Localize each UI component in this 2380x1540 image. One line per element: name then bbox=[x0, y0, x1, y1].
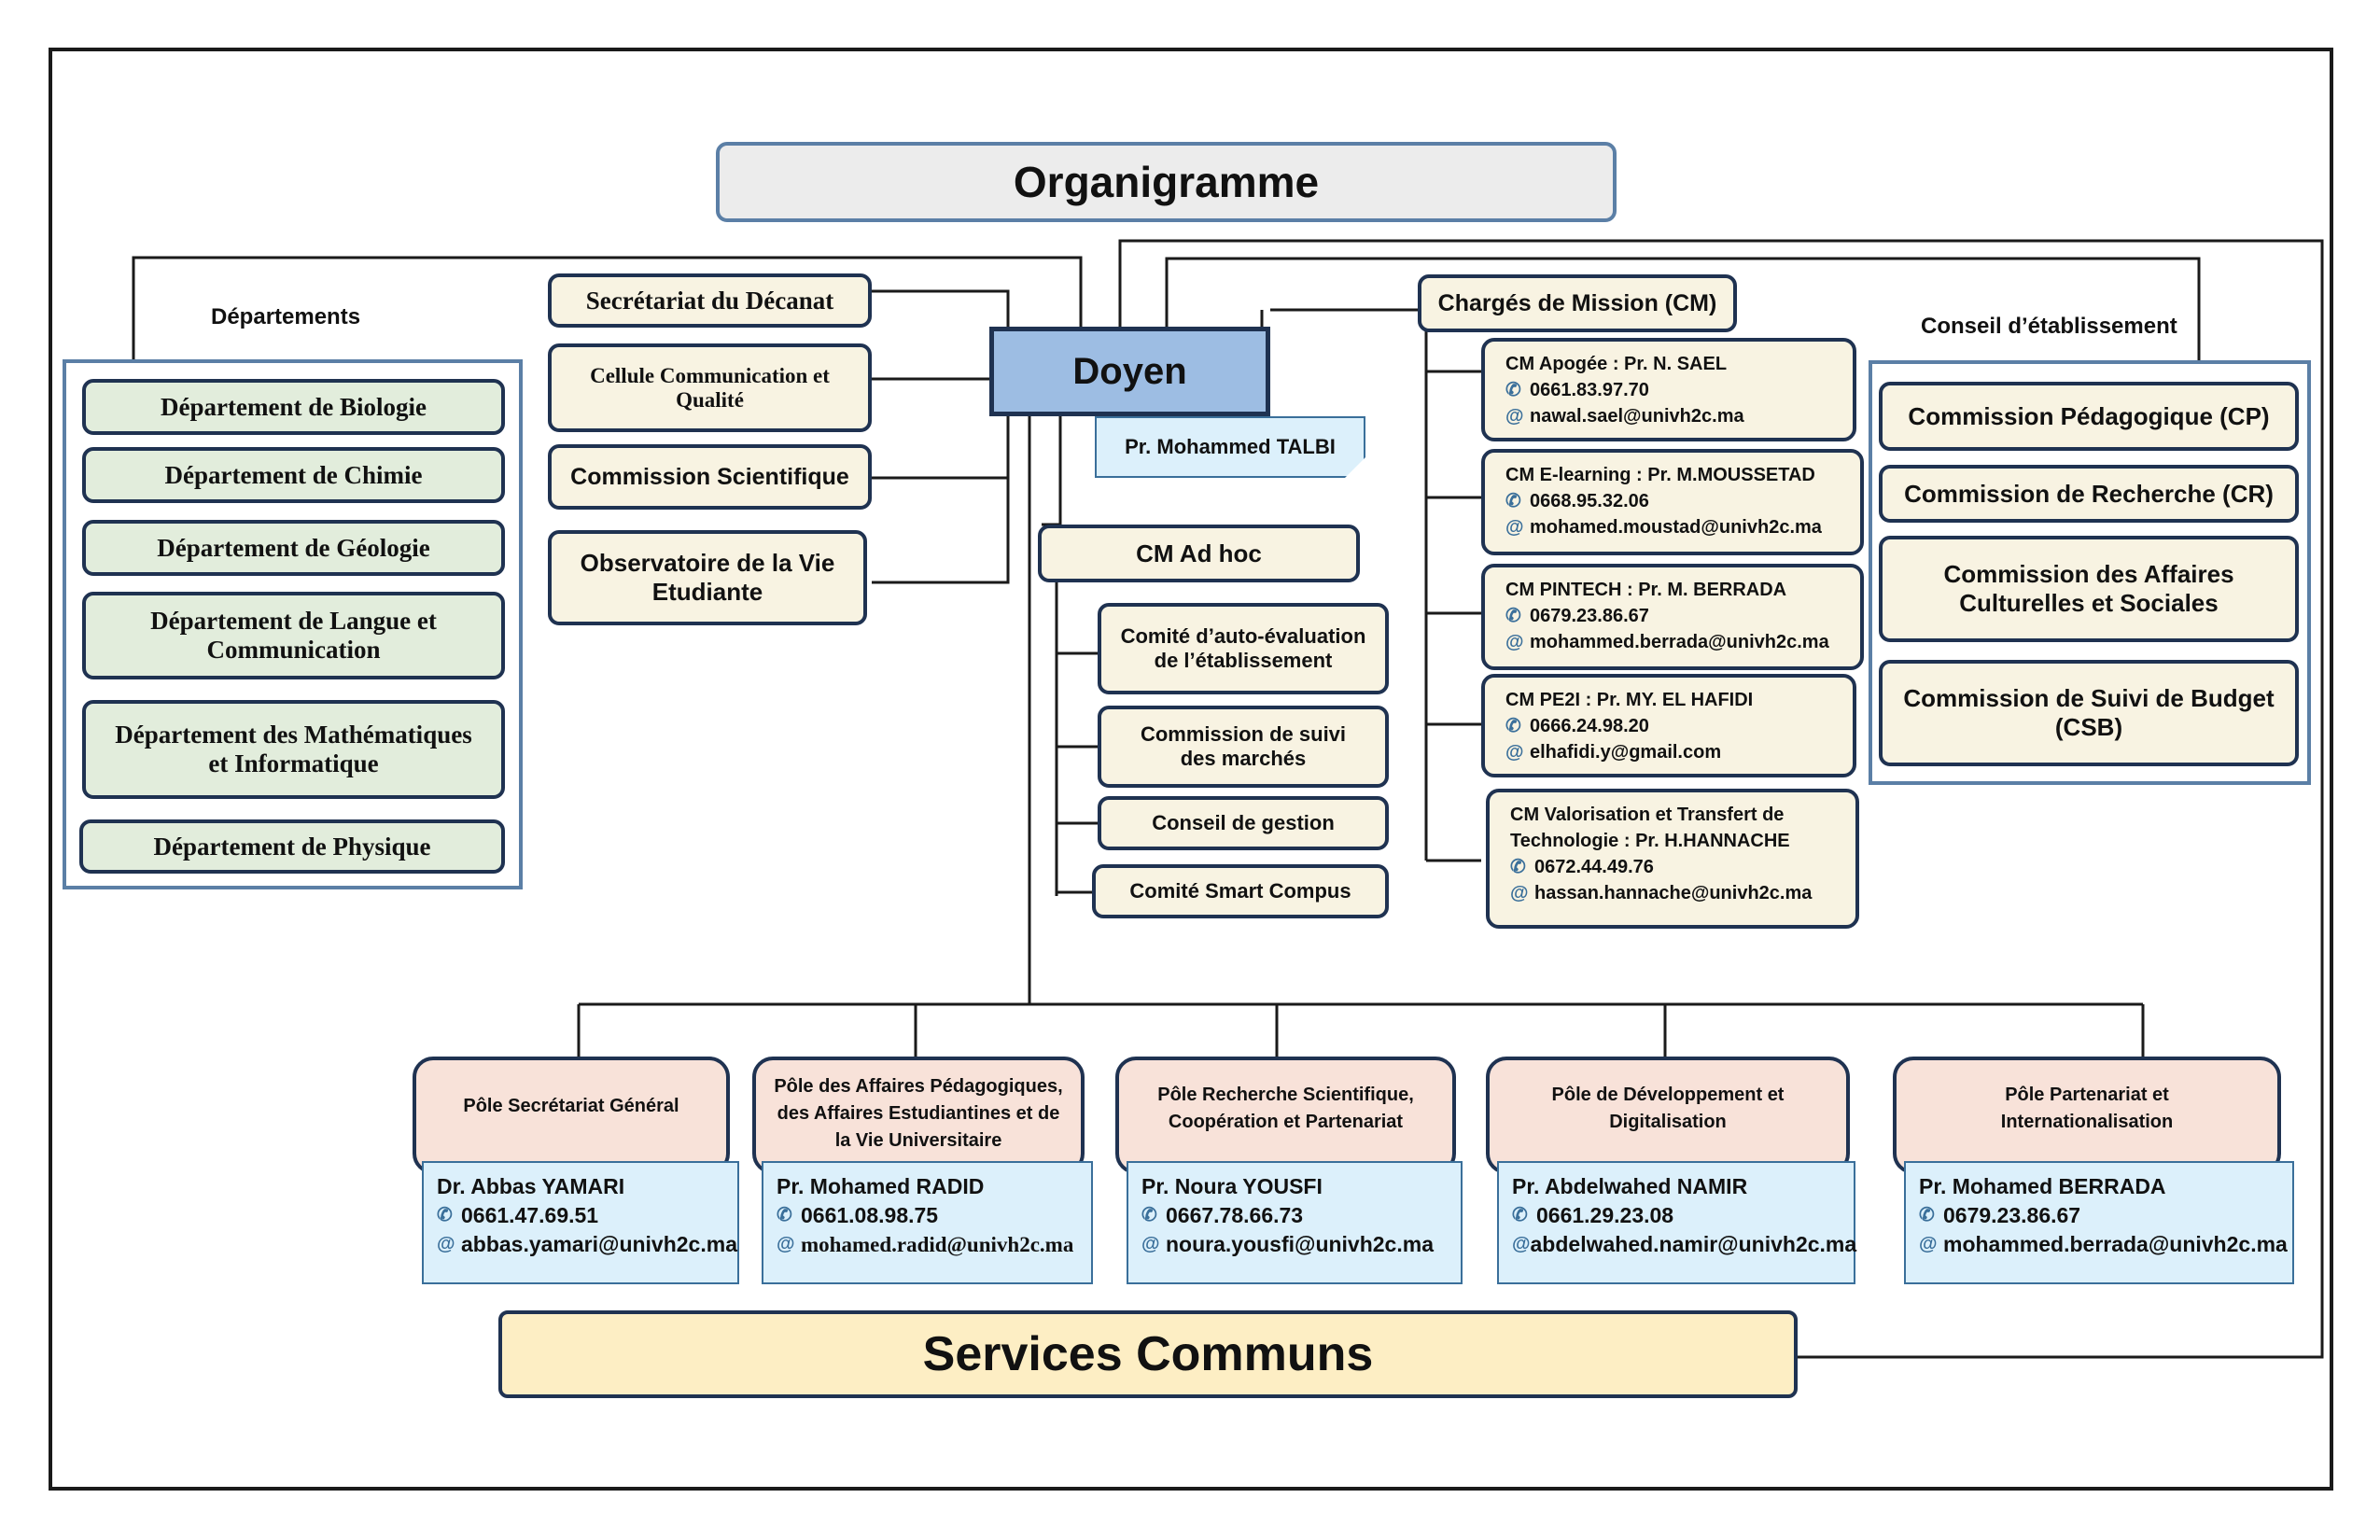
cm-email[interactable]: elhafidi.y@gmail.com bbox=[1530, 742, 1722, 763]
cm-email[interactable]: mohamed.moustad@univh2c.ma bbox=[1530, 517, 1822, 538]
commission-suivi-budget[interactable]: Commission de Suivi de Budget (CSB) bbox=[1879, 660, 2299, 766]
phone-icon: ✆ bbox=[1510, 857, 1526, 877]
dept-chimie[interactable]: Département de Chimie bbox=[82, 447, 505, 503]
at-icon: @ bbox=[777, 1234, 795, 1254]
secretariat-decanat[interactable]: Secrétariat du Décanat bbox=[548, 273, 872, 328]
cm-pintech[interactable]: CM PINTECH : Pr. M. BERRADA ✆ 0679.23.86.… bbox=[1481, 564, 1864, 670]
cm-title: CM PE2I : Pr. MY. EL HAFIDI bbox=[1505, 690, 1754, 710]
adhoc-suivi-marches[interactable]: Commission de suivi des marchés bbox=[1098, 706, 1389, 788]
services-communs[interactable]: Services Communs bbox=[498, 1310, 1798, 1398]
pole-phone: 0661.08.98.75 bbox=[801, 1203, 939, 1227]
cm-email[interactable]: hassan.hannache@univh2c.ma bbox=[1534, 883, 1813, 903]
pole-recherche[interactable]: Pôle Recherche Scientifique, Coopération… bbox=[1115, 1057, 1456, 1174]
pole-email[interactable]: mohammed.berrada@univh2c.ma bbox=[1943, 1232, 2288, 1256]
pole-partenariat[interactable]: Pôle Partenariat et Internationalisation bbox=[1893, 1057, 2281, 1174]
pole-contact: Pr. Mohamed RADID ✆ 0661.08.98.75 @ mohame… bbox=[762, 1161, 1093, 1284]
pole-person-name: Pr. Mohamed RADID bbox=[777, 1174, 985, 1198]
cm-email[interactable]: mohammed.berrada@univh2c.ma bbox=[1530, 632, 1829, 652]
dept-langue[interactable]: Département de Langue et Communication bbox=[82, 592, 505, 679]
pole-contact: Pr. Abdelwahed NAMIR ✆ 0661.29.23.08 @abd… bbox=[1497, 1161, 1857, 1284]
pole-email[interactable]: abbas.yamari@univh2c.ma bbox=[460, 1232, 737, 1256]
pole-contact: Dr. Abbas YAMARI ✆ 0661.47.69.51 @abbas.y… bbox=[422, 1161, 739, 1284]
commission-scientifique[interactable]: Commission Scientifique bbox=[548, 444, 872, 510]
cm-email[interactable]: nawal.sael@univh2c.ma bbox=[1530, 406, 1744, 427]
doyen-box[interactable]: Doyen bbox=[989, 327, 1270, 416]
phone-icon: ✆ bbox=[437, 1205, 453, 1225]
cm-apogee[interactable]: CM Apogée : Pr. N. SAEL ✆ 0661.83.97.70 @… bbox=[1481, 338, 1856, 441]
phone-icon: ✆ bbox=[1512, 1205, 1528, 1225]
cm-elearning[interactable]: CM E-learning : Pr. M.MOUSSETAD ✆ 0668.95… bbox=[1481, 449, 1864, 555]
pole-developpement[interactable]: Pôle de Développement et Digitalisation bbox=[1486, 1057, 1850, 1174]
phone-icon: ✆ bbox=[1919, 1205, 1935, 1225]
pole-person-name: Dr. Abbas YAMARI bbox=[437, 1174, 625, 1198]
charges-de-mission[interactable]: Chargés de Mission (CM) bbox=[1418, 274, 1737, 332]
adhoc-autoevaluation[interactable]: Comité d’auto-évaluation de l’établissem… bbox=[1098, 603, 1389, 694]
cellule-communication[interactable]: Cellule Communication et Qualité bbox=[548, 343, 872, 432]
connector-secretariat bbox=[872, 289, 1010, 327]
cm-title: CM Valorisation et Transfert de Technolo… bbox=[1510, 805, 1790, 851]
phone-icon: ✆ bbox=[1505, 380, 1521, 400]
pole-phone: 0661.47.69.51 bbox=[461, 1203, 599, 1227]
page-frame bbox=[49, 48, 2333, 1491]
cm-title: CM PINTECH : Pr. M. BERRADA bbox=[1505, 580, 1787, 600]
at-icon: @ bbox=[1505, 632, 1524, 652]
phone-icon: ✆ bbox=[777, 1205, 792, 1225]
pole-person-name: Pr. Noura YOUSFI bbox=[1141, 1174, 1323, 1198]
cm-phone: 0661.83.97.70 bbox=[1530, 380, 1649, 400]
pole-person-name: Pr. Abdelwahed NAMIR bbox=[1512, 1174, 1748, 1198]
adhoc-smart-compus[interactable]: Comité Smart Compus bbox=[1092, 864, 1389, 918]
dept-geologie[interactable]: Département de Géologie bbox=[82, 520, 505, 576]
cm-title: CM E-learning : Pr. M.MOUSSETAD bbox=[1505, 465, 1815, 485]
commission-pedagogique[interactable]: Commission Pédagogique (CP) bbox=[1879, 382, 2299, 451]
observatoire-vie-etudiante[interactable]: Observatoire de la Vie Etudiante bbox=[548, 530, 867, 625]
pole-phone: 0667.78.66.73 bbox=[1166, 1203, 1304, 1227]
phone-icon: ✆ bbox=[1505, 491, 1521, 511]
pole-contact: Pr. Noura YOUSFI ✆ 0667.78.66.73 @ noura.y… bbox=[1127, 1161, 1463, 1284]
cm-phone: 0666.24.98.20 bbox=[1530, 716, 1649, 736]
commission-recherche[interactable]: Commission de Recherche (CR) bbox=[1879, 465, 2299, 523]
commission-affaires-culturelles[interactable]: Commission des Affaires Culturelles et S… bbox=[1879, 536, 2299, 642]
pole-contact: Pr. Mohamed BERRADA ✆ 0679.23.86.67 @moha… bbox=[1904, 1161, 2294, 1284]
cm-valorisation[interactable]: CM Valorisation et Transfert de Technolo… bbox=[1486, 789, 1859, 929]
pole-affaires-pedagogiques[interactable]: Pôle des Affaires Pédagogiques, des Affa… bbox=[752, 1057, 1085, 1174]
connector-services-loop bbox=[1118, 239, 2324, 1359]
doyen-name-note: Pr. Mohammed TALBI bbox=[1095, 416, 1365, 478]
at-icon: @ bbox=[437, 1234, 455, 1254]
cm-phone: 0679.23.86.67 bbox=[1530, 606, 1649, 626]
at-icon: @ bbox=[1510, 883, 1529, 903]
cm-title: CM Apogée : Pr. N. SAEL bbox=[1505, 354, 1728, 374]
at-icon: @ bbox=[1919, 1234, 1938, 1254]
pole-email[interactable]: mohamed.radid@univh2c.ma bbox=[801, 1233, 1074, 1256]
page-title: Organigramme bbox=[716, 142, 1617, 222]
connector-observatoire bbox=[872, 416, 1010, 584]
dept-maths-info[interactable]: Département des Mathématiques et Informa… bbox=[82, 700, 505, 799]
phone-icon: ✆ bbox=[1505, 716, 1521, 736]
at-icon: @ bbox=[1512, 1234, 1531, 1254]
at-icon: @ bbox=[1141, 1234, 1160, 1254]
dept-biologie[interactable]: Département de Biologie bbox=[82, 379, 505, 435]
phone-icon: ✆ bbox=[1505, 606, 1521, 626]
at-icon: @ bbox=[1505, 517, 1524, 538]
cm-phone: 0672.44.49.76 bbox=[1534, 857, 1654, 877]
pole-email[interactable]: abdelwahed.namir@univh2c.ma bbox=[1530, 1232, 1857, 1256]
cm-adhoc[interactable]: CM Ad hoc bbox=[1038, 525, 1360, 582]
phone-icon: ✆ bbox=[1141, 1205, 1157, 1225]
pole-secretariat-general[interactable]: Pôle Secrétariat Général bbox=[413, 1057, 730, 1174]
pole-email[interactable]: noura.yousfi@univh2c.ma bbox=[1166, 1232, 1434, 1256]
pole-phone: 0679.23.86.67 bbox=[1943, 1203, 2081, 1227]
pole-person-name: Pr. Mohamed BERRADA bbox=[1919, 1174, 2166, 1198]
connector-conseil bbox=[1165, 257, 2201, 360]
pole-phone: 0661.29.23.08 bbox=[1536, 1203, 1674, 1227]
connector-departements bbox=[132, 256, 1083, 359]
conseil-label: Conseil d’établissement bbox=[1921, 314, 2177, 339]
cm-phone: 0668.95.32.06 bbox=[1530, 491, 1649, 511]
cm-pe2i[interactable]: CM PE2I : Pr. MY. EL HAFIDI ✆ 0666.24.98.… bbox=[1481, 674, 1856, 777]
dept-physique[interactable]: Département de Physique bbox=[79, 819, 505, 874]
at-icon: @ bbox=[1505, 742, 1524, 763]
departements-label: Départements bbox=[211, 304, 361, 329]
adhoc-conseil-gestion[interactable]: Conseil de gestion bbox=[1098, 796, 1389, 850]
at-icon: @ bbox=[1505, 406, 1524, 427]
